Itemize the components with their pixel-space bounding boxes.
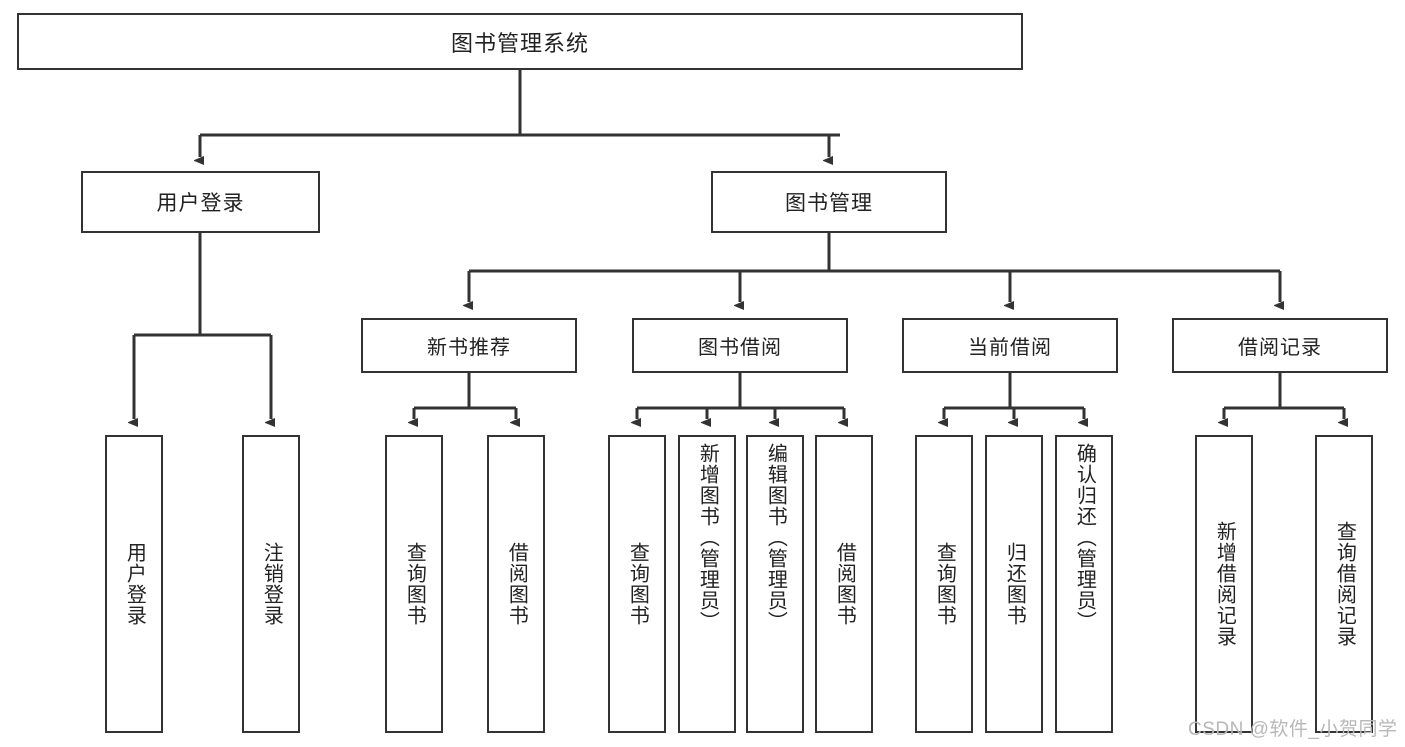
leaf-query-book-borrow-label: 查询图书: [626, 542, 649, 626]
node-root-system[interactable]: 图书管理系统: [17, 13, 1023, 70]
leaf-query-book-newbook[interactable]: 查询图书: [385, 435, 443, 733]
leaf-query-book-current-label: 查询图书: [933, 542, 956, 626]
leaf-edit-book-admin-label: 编辑图书（管理员）: [764, 443, 787, 632]
leaf-query-borrow-record-label: 查询借阅记录: [1333, 521, 1356, 647]
edges-current-to-leaves: [944, 373, 1084, 419]
node-new-book-recommend[interactable]: 新书推荐: [361, 318, 577, 373]
leaf-borrow-book-label: 借阅图书: [833, 542, 856, 626]
node-borrow-record[interactable]: 借阅记录: [1172, 318, 1388, 373]
leaf-query-book-newbook-label: 查询图书: [403, 542, 426, 626]
node-root-label: 图书管理系统: [450, 30, 589, 56]
leaf-edit-book-admin[interactable]: 编辑图书（管理员）: [746, 435, 804, 733]
edges-borrow-to-leaves: [637, 373, 844, 419]
node-new-book-recommend-label: 新书推荐: [427, 337, 511, 359]
edges-newbook-to-leaves: [414, 373, 516, 419]
leaf-user-login[interactable]: 用户登录: [105, 435, 163, 733]
leaf-confirm-return-admin-label: 确认归还（管理员）: [1073, 443, 1096, 632]
leaf-add-borrow-record-label: 新增借阅记录: [1213, 521, 1236, 647]
node-current-borrow[interactable]: 当前借阅: [902, 318, 1118, 373]
leaf-user-login-label: 用户登录: [123, 542, 146, 626]
edges-level2-to-level3: [469, 233, 1280, 302]
node-book-borrow-label: 图书借阅: [698, 337, 782, 359]
leaf-logout[interactable]: 注销登录: [242, 435, 300, 733]
leaf-borrow-book-newbook-label: 借阅图书: [505, 542, 528, 626]
node-book-borrow[interactable]: 图书借阅: [632, 318, 848, 373]
leaf-confirm-return-admin[interactable]: 确认归还（管理员）: [1055, 435, 1113, 733]
leaf-return-book-label: 归还图书: [1003, 542, 1026, 626]
node-borrow-record-label: 借阅记录: [1238, 337, 1322, 359]
leaf-borrow-book[interactable]: 借阅图书: [815, 435, 873, 733]
leaf-add-book-admin[interactable]: 新增图书（管理员）: [678, 435, 736, 733]
edges-record-to-leaves: [1224, 373, 1344, 419]
node-user-login[interactable]: 用户登录: [81, 171, 320, 233]
leaf-borrow-book-newbook[interactable]: 借阅图书: [487, 435, 545, 733]
leaf-query-borrow-record[interactable]: 查询借阅记录: [1315, 435, 1373, 733]
leaf-add-borrow-record[interactable]: 新增借阅记录: [1195, 435, 1253, 733]
leaf-logout-label: 注销登录: [260, 542, 283, 626]
leaf-query-book-current[interactable]: 查询图书: [915, 435, 973, 733]
edges-root-to-level2: [200, 70, 840, 157]
edges-login-to-leaves: [134, 233, 271, 419]
node-book-management[interactable]: 图书管理: [711, 171, 947, 233]
node-current-borrow-label: 当前借阅: [968, 337, 1052, 359]
leaf-query-book-borrow[interactable]: 查询图书: [608, 435, 666, 733]
node-user-login-label: 用户登录: [156, 192, 245, 215]
watermark-text: CSDN @软件_小贺同学: [1188, 719, 1398, 740]
leaf-add-book-admin-label: 新增图书（管理员）: [696, 443, 719, 632]
leaf-return-book[interactable]: 归还图书: [985, 435, 1043, 733]
node-book-management-label: 图书管理: [785, 192, 873, 215]
